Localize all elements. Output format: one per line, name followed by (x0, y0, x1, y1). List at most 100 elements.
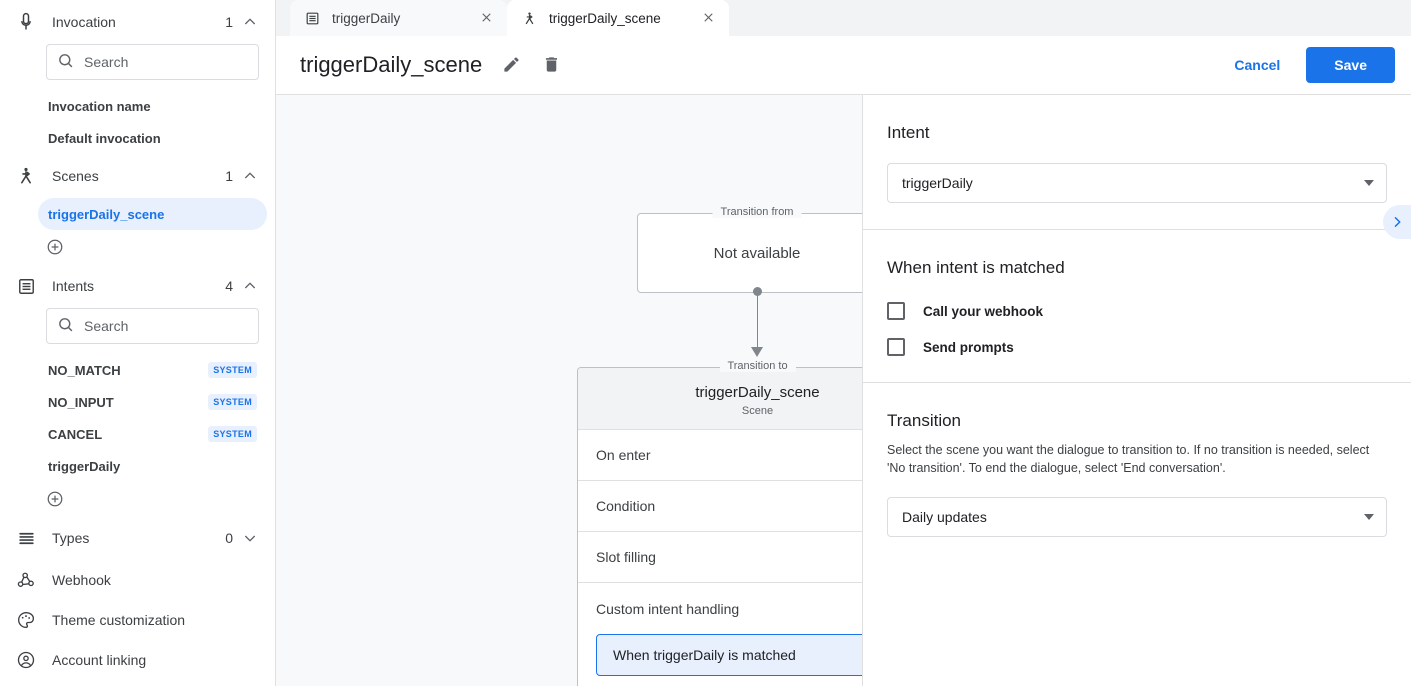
when-intent-matched-section: When intent is matched Call your webhook… (863, 230, 1411, 383)
intent-select[interactable]: triggerDaily (887, 163, 1387, 203)
sidebar-item-account-linking[interactable]: Account linking (0, 640, 275, 680)
account-circle-icon (14, 648, 38, 672)
add-scene-row[interactable] (46, 230, 275, 264)
intents-list-icon (14, 274, 38, 298)
tab-triggerdaily[interactable]: triggerDaily (290, 0, 507, 36)
main-area: triggerDaily triggerDaily_scene triggerD… (276, 0, 1411, 686)
sidebar-item-triggerdaily-scene[interactable]: triggerDaily_scene (38, 198, 267, 230)
scene-node-subtitle: Scene (741, 405, 774, 417)
checkbox-send-prompts[interactable]: Send prompts (887, 338, 1387, 356)
sidebar-item-label: CANCEL (48, 426, 103, 442)
sidebar-group-label: Intents (52, 278, 95, 294)
pencil-icon[interactable] (502, 55, 522, 75)
intent-section-title: Intent (887, 123, 930, 142)
sidebar-item-theme-customization[interactable]: Theme customization (0, 600, 275, 640)
search-icon (57, 316, 74, 336)
properties-panel: Intent triggerDaily When intent is match… (862, 95, 1411, 686)
scene-icon (521, 10, 537, 26)
close-icon[interactable] (479, 10, 495, 26)
sidebar-group-types[interactable]: Types 0 (0, 516, 275, 560)
types-lines-icon (14, 526, 38, 550)
edge-line-vertical (756, 291, 758, 351)
status-badge: SYSTEM (208, 426, 257, 442)
sidebar-item-no-input[interactable]: NO_INPUT SYSTEM (38, 386, 267, 418)
sidebar-item-no-match[interactable]: NO_MATCH SYSTEM (38, 354, 267, 386)
transition-section-title: Transition (887, 411, 962, 430)
add-intent-row[interactable] (46, 482, 275, 516)
checkbox-call-your-webhook[interactable]: Call your webhook (887, 302, 1387, 320)
tab-label: triggerDaily (332, 10, 401, 26)
trash-icon[interactable] (542, 55, 562, 75)
sidebar-item-label: Webhook (52, 572, 111, 588)
invocation-search-wrap (0, 44, 275, 80)
sidebar-group-scenes[interactable]: Scenes 1 (0, 154, 275, 198)
scene-row-label: Condition (596, 498, 656, 514)
tab-bar: triggerDaily triggerDaily_scene (276, 0, 1411, 36)
scene-row-label: On enter (596, 447, 651, 463)
sidebar-item-label: NO_MATCH (48, 362, 121, 378)
scene-node-name: triggerDaily_scene (695, 384, 820, 401)
transition-to-legend: Transition to (719, 360, 796, 372)
custom-intent-handling-block: Custom intent handling + When triggerDai… (578, 583, 862, 686)
close-icon[interactable] (701, 10, 717, 26)
tab-triggerdaily-scene[interactable]: triggerDaily_scene (507, 0, 729, 36)
checkbox-box[interactable] (887, 302, 905, 320)
page-title: triggerDaily_scene (300, 52, 483, 77)
scene-row-label: Slot filling (596, 549, 656, 565)
transition-section-description: Select the scene you want the dialogue t… (887, 443, 1370, 476)
sidebar-item-default-invocation[interactable]: Default invocation (38, 122, 267, 154)
chevron-down-icon (1364, 180, 1374, 186)
transition-from-node[interactable]: Transition from Not available (637, 206, 862, 293)
save-button[interactable]: Save (1306, 47, 1395, 83)
sidebar-item-invocation-name[interactable]: Invocation name (38, 90, 267, 122)
sidebar-item-label: Account linking (52, 652, 147, 668)
scene-person-icon (14, 164, 38, 188)
cancel-button[interactable]: Cancel (1218, 48, 1296, 82)
sidebar-group-count: 0 (225, 530, 233, 546)
transition-select[interactable]: Daily updates (887, 497, 1387, 538)
chevron-up-icon[interactable] (241, 167, 259, 185)
palette-icon (14, 608, 38, 632)
sidebar-group-count: 1 (225, 168, 233, 184)
sidebar-item-webhook[interactable]: Webhook (0, 560, 275, 600)
chevron-right-icon[interactable] (1383, 205, 1411, 239)
sidebar-item-cancel[interactable]: CANCEL SYSTEM (38, 418, 267, 450)
scene-row-slot-filling[interactable]: Slot filling + (578, 532, 862, 583)
intent-icon (304, 10, 320, 26)
sidebar-group-label: Scenes (52, 168, 99, 184)
checkbox-label: Send prompts (923, 339, 1014, 355)
add-circle-icon[interactable] (46, 490, 64, 508)
microphone-icon (14, 10, 38, 34)
scene-row-on-enter[interactable]: On enter + (578, 430, 862, 481)
intents-search-box[interactable] (46, 308, 259, 344)
sidebar-group-label: Types (52, 530, 90, 546)
checkbox-box[interactable] (887, 338, 905, 356)
scene-row-custom-intent-handling[interactable]: Custom intent handling + (578, 583, 862, 634)
sidebar-item-backend-services[interactable]: Backend services (0, 680, 275, 686)
chevron-down-icon[interactable] (241, 529, 259, 547)
sidebar-item-label: Default invocation (48, 130, 161, 146)
sidebar-group-invocation[interactable]: Invocation 1 (0, 0, 275, 44)
transition-from-text: Not available (713, 244, 801, 262)
when-intent-matched-title: When intent is matched (887, 258, 1065, 277)
sidebar-item-label: triggerDaily_scene (48, 206, 165, 222)
scene-row-label: Custom intent handling (596, 600, 740, 617)
add-circle-icon[interactable] (46, 238, 64, 256)
scene-graph-canvas[interactable]: Transition from Not available Transition… (276, 95, 862, 686)
scene-node-card[interactable]: Transition to triggerDaily_scene Scene O… (577, 360, 862, 686)
transition-from-legend: Transition from (712, 206, 802, 218)
intent-handler-chip[interactable]: When triggerDaily is matched (596, 634, 862, 676)
scene-row-condition[interactable]: Condition + (578, 481, 862, 532)
search-icon (57, 52, 74, 72)
invocation-search-box[interactable] (46, 44, 259, 80)
sidebar-item-label: triggerDaily (48, 458, 121, 474)
chevron-up-icon[interactable] (241, 13, 259, 31)
chevron-up-icon[interactable] (241, 277, 259, 295)
sidebar-group-intents[interactable]: Intents 4 (0, 264, 275, 308)
invocation-search-input[interactable] (84, 54, 248, 70)
intents-search-input[interactable] (84, 318, 248, 334)
sidebar-item-triggerdaily[interactable]: triggerDaily (38, 450, 267, 482)
sidebar-group-label: Invocation (52, 14, 116, 30)
chevron-down-icon (1364, 514, 1374, 521)
